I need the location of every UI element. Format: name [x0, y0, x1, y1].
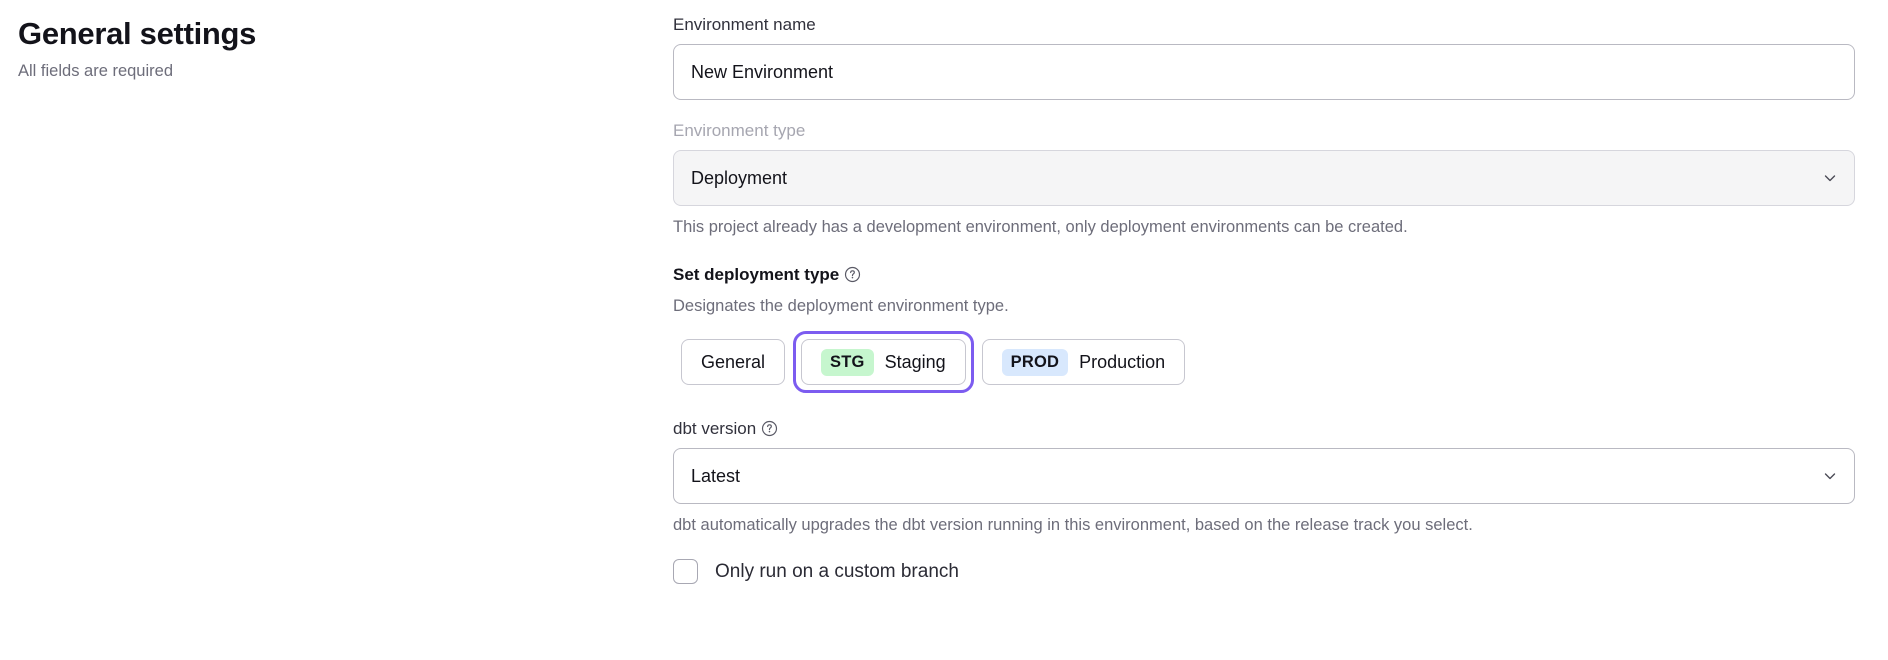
- environment-name-label: Environment name: [673, 15, 816, 34]
- environment-type-label: Environment type: [673, 121, 806, 140]
- environment-name-field: Environment name: [673, 13, 1855, 100]
- environment-type-value: Deployment: [691, 167, 788, 188]
- deployment-option-production-label: Production: [1079, 351, 1166, 372]
- deployment-option-general[interactable]: General: [681, 339, 786, 385]
- environment-type-field: Environment type Deployment This project…: [673, 119, 1855, 239]
- deployment-type-label: Set deployment type: [673, 263, 1855, 287]
- dbt-version-field: dbt version Latest dbt automatically upg…: [673, 417, 1855, 537]
- help-circle-icon[interactable]: [844, 266, 861, 283]
- deployment-type-field: Set deployment type Designates the deplo…: [673, 263, 1855, 393]
- deployment-option-general-label: General: [701, 351, 766, 372]
- general-settings-form: Environment name Environment type Deploy…: [673, 13, 1855, 584]
- environment-name-input[interactable]: [673, 44, 1855, 100]
- deployment-type-options: General STG Staging PROD Production: [673, 331, 1855, 393]
- deployment-option-general-wrap: General: [673, 331, 793, 393]
- custom-branch-label[interactable]: Only run on a custom branch: [715, 560, 959, 582]
- staging-badge: STG: [821, 348, 874, 376]
- deployment-type-label-text: Set deployment type: [673, 265, 840, 284]
- dbt-version-label-text: dbt version: [673, 419, 757, 438]
- deployment-option-production-wrap: PROD Production: [974, 331, 1194, 393]
- dbt-version-label: dbt version: [673, 417, 1855, 441]
- production-badge: PROD: [1001, 348, 1069, 376]
- deployment-option-staging-wrap: STG Staging: [793, 331, 974, 393]
- chevron-down-icon: [1822, 468, 1838, 484]
- chevron-down-icon: [1822, 170, 1838, 186]
- dbt-version-value: Latest: [691, 465, 741, 486]
- deployment-option-staging-label: Staging: [884, 351, 946, 372]
- dbt-version-select[interactable]: Latest: [673, 448, 1855, 504]
- deployment-option-production[interactable]: PROD Production: [981, 339, 1186, 385]
- custom-branch-checkbox[interactable]: [673, 559, 698, 584]
- help-circle-icon[interactable]: [761, 420, 778, 437]
- dbt-version-helper: dbt automatically upgrades the dbt versi…: [673, 516, 1473, 534]
- environment-type-helper: This project already has a development e…: [673, 218, 1408, 236]
- deployment-type-helper: Designates the deployment environment ty…: [673, 297, 1009, 315]
- custom-branch-field: Only run on a custom branch: [673, 559, 1855, 584]
- environment-type-select[interactable]: Deployment: [673, 150, 1855, 206]
- deployment-option-staging[interactable]: STG Staging: [801, 339, 966, 385]
- page-subtitle: All fields are required: [18, 62, 173, 80]
- page-title: General settings: [18, 16, 257, 51]
- settings-header: General settings All fields are required: [18, 14, 598, 83]
